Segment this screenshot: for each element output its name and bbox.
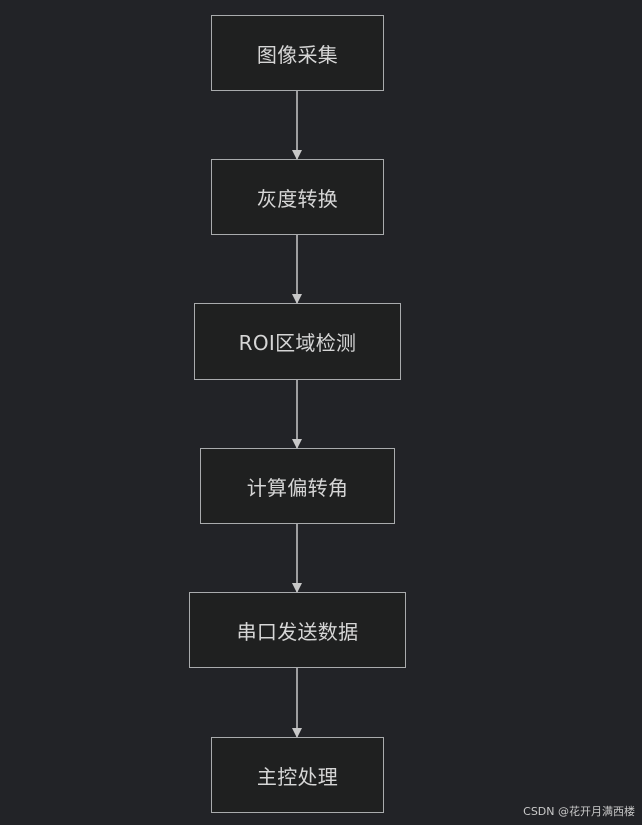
- node-label: 计算偏转角: [246, 475, 349, 500]
- node-serial-send-data: 串口发送数据: [189, 592, 406, 668]
- node-compute-deflection-angle: 计算偏转角: [200, 448, 395, 524]
- node-label: ROI区域检测: [238, 331, 357, 355]
- node-label: 灰度转换: [256, 186, 339, 211]
- node-image-capture: 图像采集: [211, 15, 384, 91]
- node-label: 串口发送数据: [236, 619, 359, 644]
- node-label: 主控处理: [256, 764, 339, 789]
- node-label: 图像采集: [256, 42, 339, 67]
- watermark: CSDN @花开月满西楼: [523, 805, 635, 818]
- node-roi-detection: ROI区域检测: [194, 303, 401, 380]
- node-main-control-processing: 主控处理: [211, 737, 384, 813]
- node-grayscale-conversion: 灰度转换: [211, 159, 384, 235]
